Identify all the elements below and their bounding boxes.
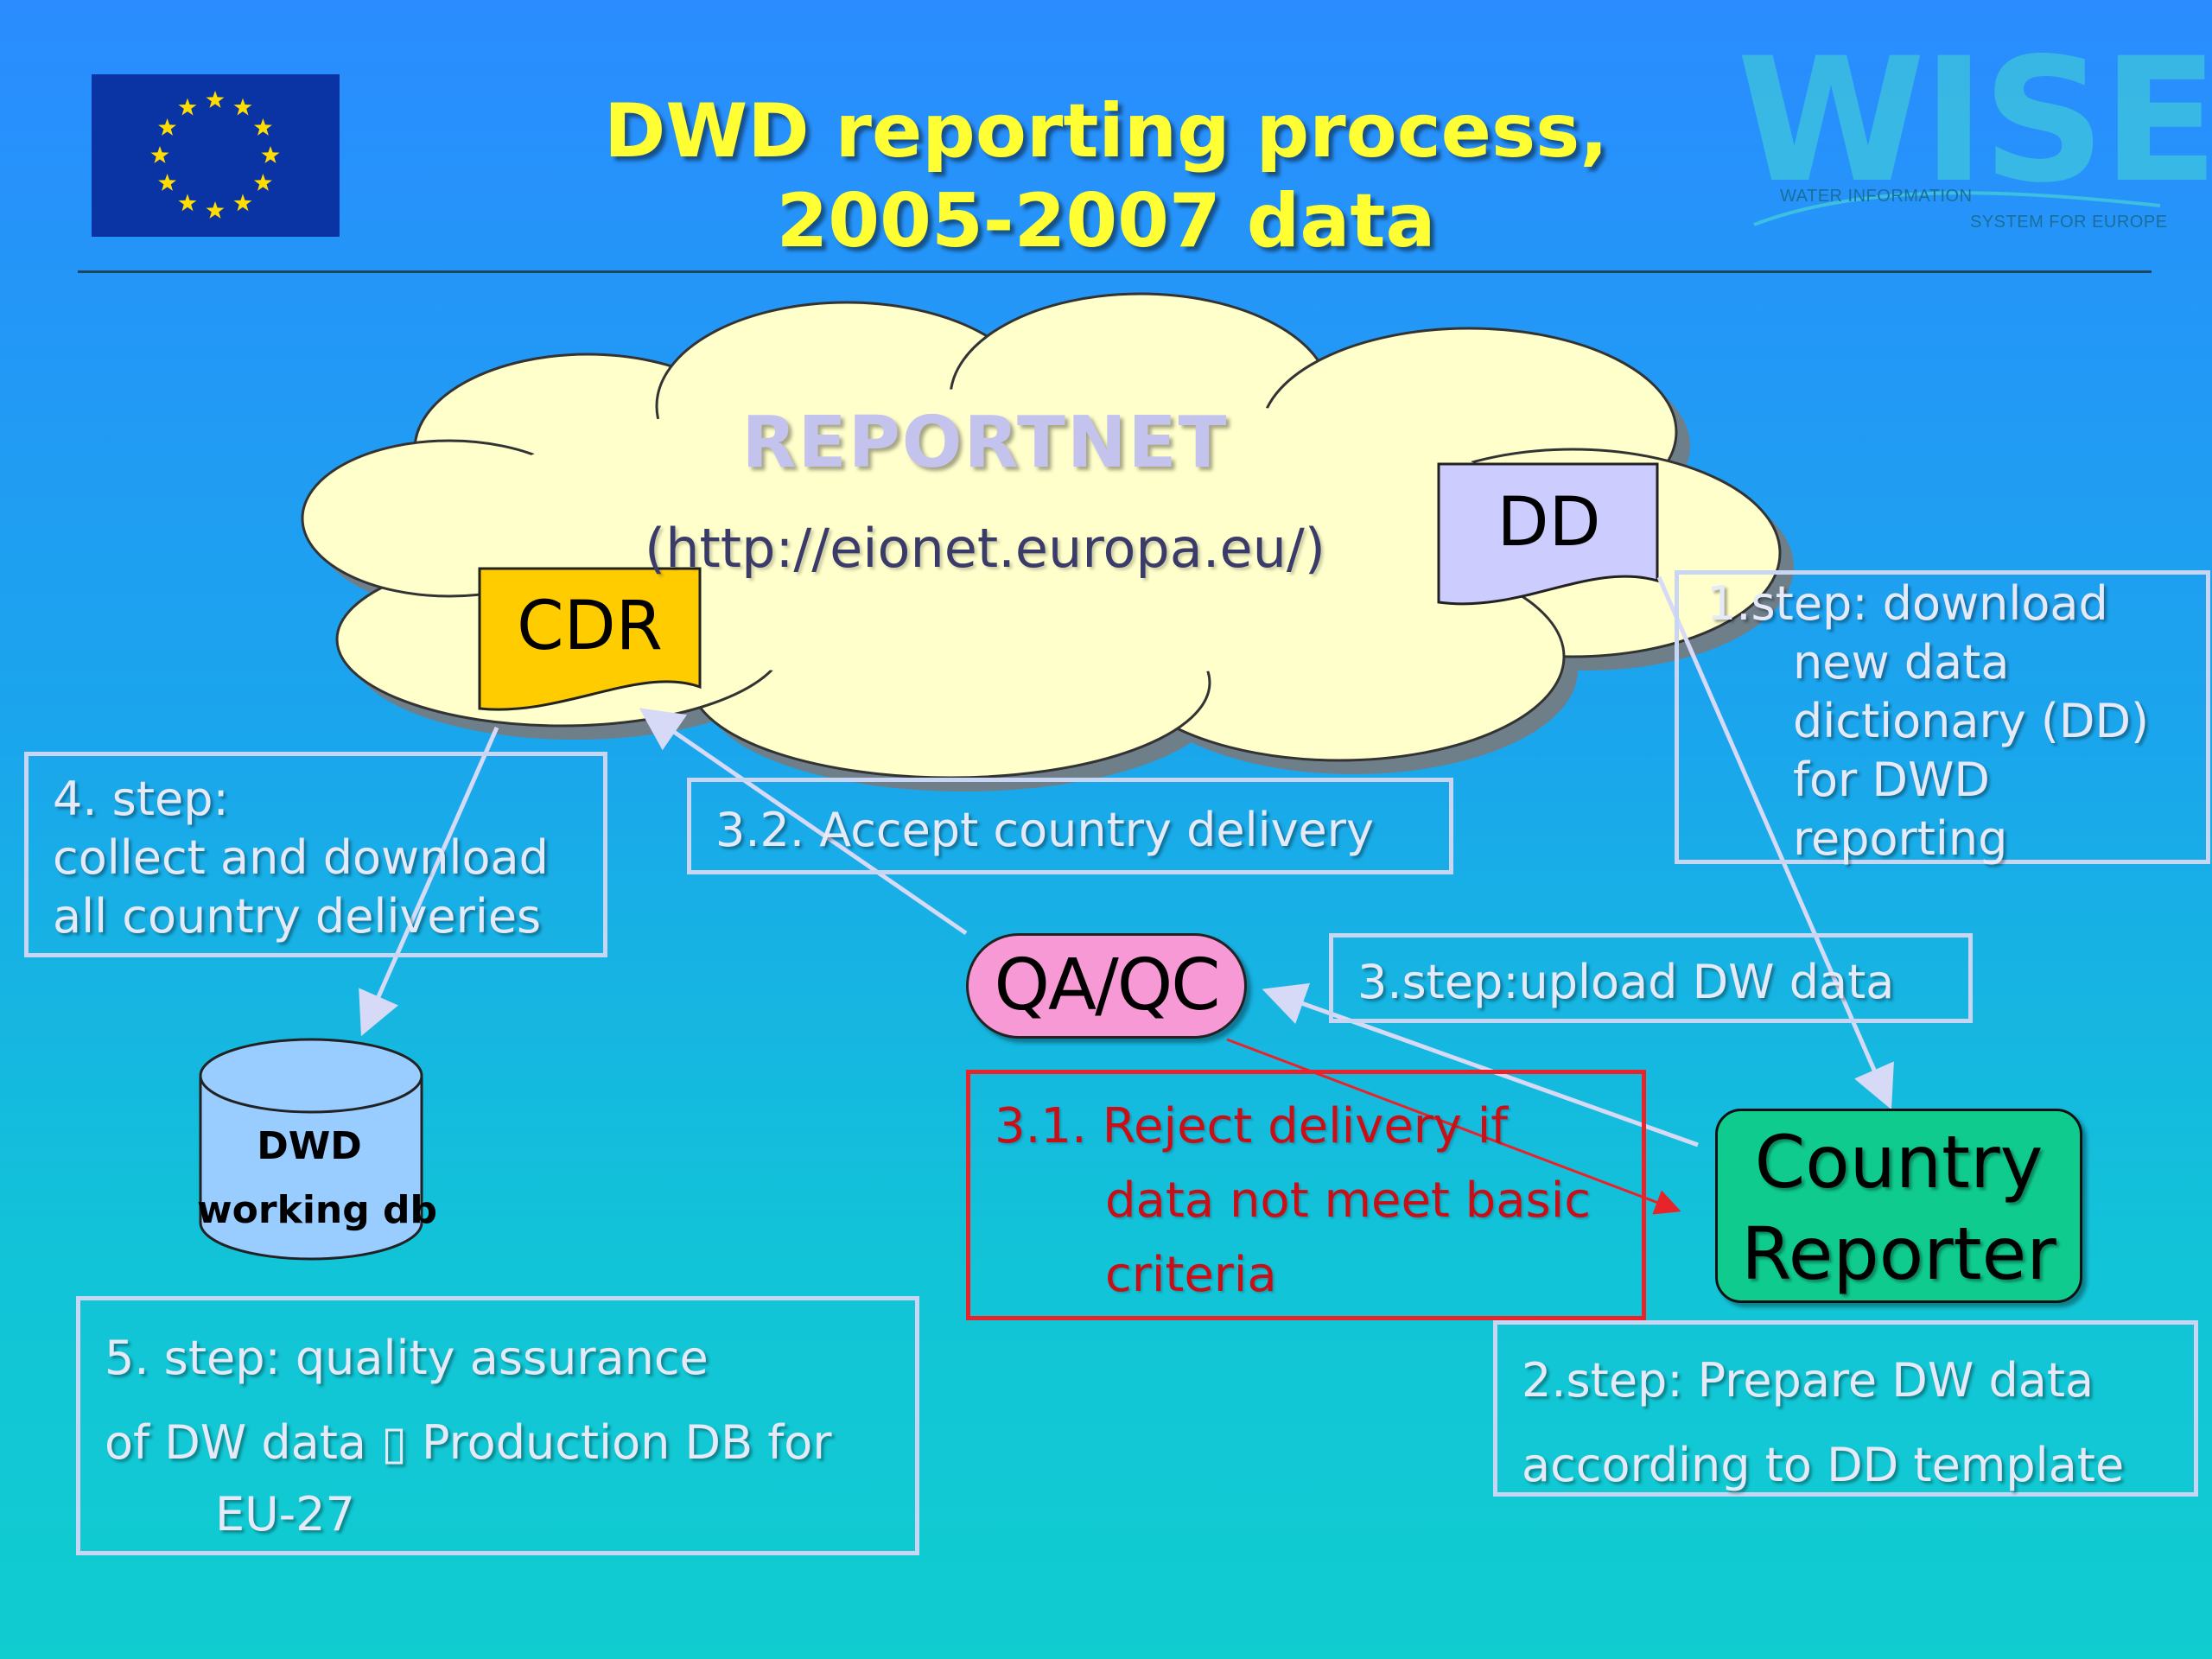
cdr-label: CDR (517, 588, 663, 665)
database-label-line-1: DWD (257, 1124, 362, 1168)
step-1-line-4: for DWD (1793, 753, 1990, 807)
step-1-line-5: reporting (1793, 811, 2008, 866)
eu-star-icon (261, 146, 280, 163)
slide-title: DWD reporting process, 2005-2007 data (484, 86, 1728, 266)
step-2-line-1: 2.step: Prepare DW data (1522, 1353, 2094, 1408)
wise-logo-subtitle-2: SYSTEM FOR EUROPE (1970, 213, 2168, 232)
dd-label: DD (1497, 484, 1601, 562)
step-5-line-3: EU-27 (215, 1487, 355, 1541)
qaqc-node: QA/QC (966, 933, 1247, 1039)
step-4-box: 4. step: collect and download all countr… (24, 752, 607, 957)
step-1-box: 1.step: download new data dictionary (DD… (1675, 570, 2210, 866)
step-4-line-2: collect and download (53, 830, 549, 885)
step-3-1-box: 3.1. Reject delivery if data not meet ba… (966, 1070, 1646, 1320)
eu-star-icon (206, 91, 225, 108)
eu-star-icon (206, 201, 225, 219)
step-2-line-2: according to DD template (1522, 1438, 2125, 1492)
arrow-cdr-to-db (359, 726, 499, 1037)
eu-stars-icon (150, 91, 280, 219)
wise-logo: WISE WATER INFORMATION SYSTEM FOR EUROPE (1737, 21, 2212, 242)
step-3-1-line-2: data not meet basic (1105, 1173, 1592, 1229)
eu-star-icon (150, 146, 169, 163)
eu-star-icon (158, 174, 176, 191)
step-5-box: 5. step: quality assurance of DW data ▯ … (76, 1296, 919, 1555)
wise-logo-text: WISE (1737, 21, 2212, 220)
country-reporter-node: Country Reporter (1715, 1109, 2082, 1303)
step-4-line-1: 4. step: (53, 772, 229, 826)
arrow-country-to-qaqc (1262, 982, 1699, 1147)
country-reporter-line-1: Country (1754, 1120, 2044, 1205)
arrow-dd-to-country (1656, 575, 1894, 1110)
eu-star-icon (158, 118, 176, 136)
step-3-1-line-1: 3.1. Reject delivery if (995, 1098, 1509, 1154)
step-4-line-3: all country deliveries (53, 889, 542, 944)
step-1-line-3: dictionary (DD) (1793, 694, 2150, 748)
step-3-box: 3.step:upload DW data (1329, 933, 1973, 1023)
eu-star-icon (254, 174, 272, 191)
reportnet-url[interactable]: (http://eionet.europa.eu/) (645, 517, 1325, 580)
eu-star-icon (178, 98, 197, 116)
step-3-2-text: 3.2. Accept country delivery (715, 803, 1374, 857)
eu-star-icon (233, 98, 252, 116)
title-divider (78, 270, 2152, 273)
database-label: DWD working db (197, 1115, 438, 1243)
slide-title-line-2: 2005-2007 data (776, 178, 1436, 264)
step-3-text: 3.step:upload DW data (1357, 955, 1895, 1009)
eu-star-icon (254, 118, 272, 136)
step-5-line-2: of DW data ▯ Production DB for (105, 1415, 832, 1470)
slide-title-line-1: DWD reporting process, (603, 88, 1609, 175)
step-3-2-box: 3.2. Accept country delivery (687, 778, 1453, 874)
eu-star-icon (233, 194, 252, 212)
step-2-box: 2.step: Prepare DW data according to DD … (1493, 1320, 2198, 1497)
cloud-core (441, 389, 1547, 683)
cdr-document (478, 567, 702, 711)
database-icon (199, 1038, 423, 1261)
wise-logo-subtitle-1: WATER INFORMATION (1780, 187, 1973, 206)
database-label-line-2: working db (197, 1188, 438, 1232)
step-1-line-2: new data (1793, 635, 2010, 690)
step-3-1-line-3: criteria (1105, 1247, 1277, 1303)
arrow-qaqc-to-cdr (639, 708, 968, 936)
wave-icon (1753, 191, 2161, 226)
country-reporter-line-2: Reporter (1741, 1211, 2056, 1296)
arrow-qaqc-to-country-reject (1226, 1038, 1681, 1215)
step-5-line-1: 5. step: quality assurance (105, 1331, 709, 1385)
dd-document (1437, 462, 1659, 606)
step-1-line-1: 1.step: download (1707, 576, 2108, 631)
eu-star-icon (178, 194, 197, 212)
reportnet-title: REPORTNET (741, 402, 1229, 484)
eu-flag-icon (92, 74, 340, 237)
